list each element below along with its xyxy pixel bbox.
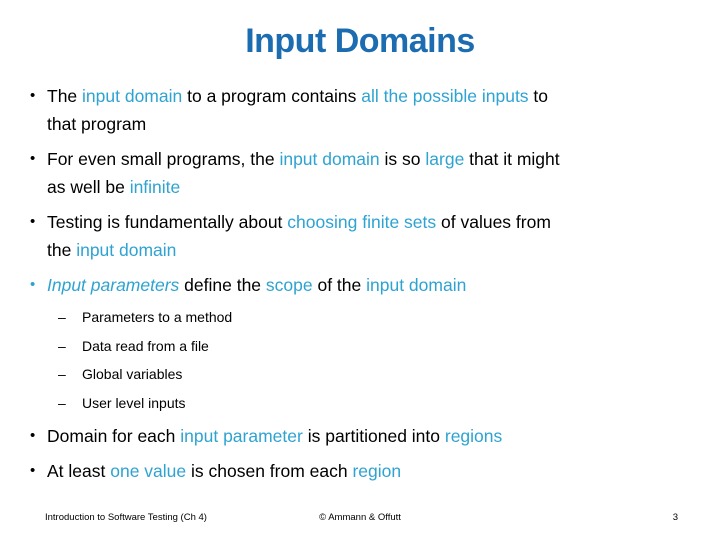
text-run: choosing finite sets: [287, 212, 437, 232]
text-run: is partitioned into: [302, 426, 445, 446]
text-run: input domain: [366, 275, 467, 295]
bullet-marker: –: [58, 394, 66, 411]
text-run: scope: [265, 275, 313, 295]
text-run: The: [47, 86, 83, 106]
bullet-text: Testing is fundamentally about choosing …: [47, 208, 698, 264]
bullet-item: • For even small programs, the input doma…: [30, 145, 698, 201]
text-run: input domain: [76, 240, 177, 260]
sub-bullet-item: –Data read from a file: [58, 332, 698, 361]
text-run: Data read from a file: [82, 337, 209, 354]
text-run: User level inputs: [82, 394, 186, 411]
bullet-text: User level inputs: [82, 389, 698, 418]
bullet-text: Input parameters define the scope of the…: [47, 271, 698, 299]
bullet-item: • Testing is fundamentally about choosing…: [30, 208, 698, 264]
bullet-item: • The input domain to a program contains …: [30, 82, 698, 138]
text-run: infinite: [129, 177, 181, 197]
text-run: to a program contains: [182, 86, 362, 106]
text-run: Testing is fundamentally about: [47, 212, 288, 232]
text-run: is so: [379, 149, 426, 169]
text-run: For even small programs, the: [47, 149, 280, 169]
text-run: Parameters to a method: [82, 309, 233, 325]
text-run: Domain for each: [47, 426, 181, 446]
sub-bullet-item: –Global variables: [58, 360, 698, 389]
bullet-text: Global variables: [82, 360, 698, 389]
text-run: of values from: [436, 212, 551, 232]
text-run: regions: [444, 426, 503, 446]
bullet-marker: •: [30, 87, 36, 104]
text-run: that program: [47, 114, 147, 134]
text-run: one value: [110, 461, 187, 481]
text-run: input domain: [279, 149, 380, 169]
footer-course-title: Introduction to Software Testing (Ch 4): [45, 512, 207, 523]
sub-bullet-item: –Parameters to a method: [58, 303, 698, 332]
text-run: is chosen from each: [186, 461, 353, 481]
text-run: large: [425, 149, 465, 169]
text-run: Input parameters: [47, 275, 180, 295]
text-run: define the: [179, 275, 266, 295]
text-run: that it might: [464, 149, 560, 169]
bullet-marker: –: [58, 309, 66, 325]
bullet-item: • At least one value is chosen from each …: [30, 457, 698, 485]
text-run: of the: [312, 275, 367, 295]
bullet-text: At least one value is chosen from each r…: [47, 457, 698, 485]
bullet-text: The input domain to a program contains a…: [47, 82, 698, 138]
text-run: as well be: [47, 177, 130, 197]
footer-page-number: 3: [672, 512, 678, 523]
bullet-text: Data read from a file: [82, 332, 698, 361]
bullet-marker: •: [30, 276, 36, 293]
bullet-marker: •: [30, 213, 36, 230]
text-run: Global variables: [82, 366, 183, 382]
bullet-item: • Domain for each input parameter is part…: [30, 422, 698, 450]
slide-footer: Introduction to Software Testing (Ch 4) …: [0, 511, 720, 524]
bullet-marker: •: [30, 427, 36, 444]
bullet-marker: •: [30, 462, 36, 479]
text-run: input parameter: [180, 426, 303, 446]
bullet-item: • Input parameters define the scope of th…: [30, 271, 698, 299]
footer-copyright: © Ammann & Offutt: [319, 512, 401, 523]
bullet-marker: –: [58, 337, 66, 354]
bullet-marker: •: [30, 150, 36, 167]
text-run: input domain: [82, 86, 183, 106]
bullet-text: For even small programs, the input domai…: [47, 145, 698, 201]
sub-bullet-item: –User level inputs: [58, 389, 698, 418]
text-run: to: [528, 86, 549, 106]
text-run: region: [352, 461, 402, 481]
bullet-text: Parameters to a method: [82, 303, 698, 332]
bullet-marker: –: [58, 366, 66, 382]
slide-title: Input Domains: [245, 22, 475, 60]
text-run: At least: [47, 461, 111, 481]
text-run: all the possible inputs: [361, 86, 529, 106]
bullet-text: Domain for each input parameter is parti…: [47, 422, 698, 450]
text-run: the: [47, 240, 77, 260]
slide-body: • The input domain to a program contains …: [30, 82, 698, 492]
